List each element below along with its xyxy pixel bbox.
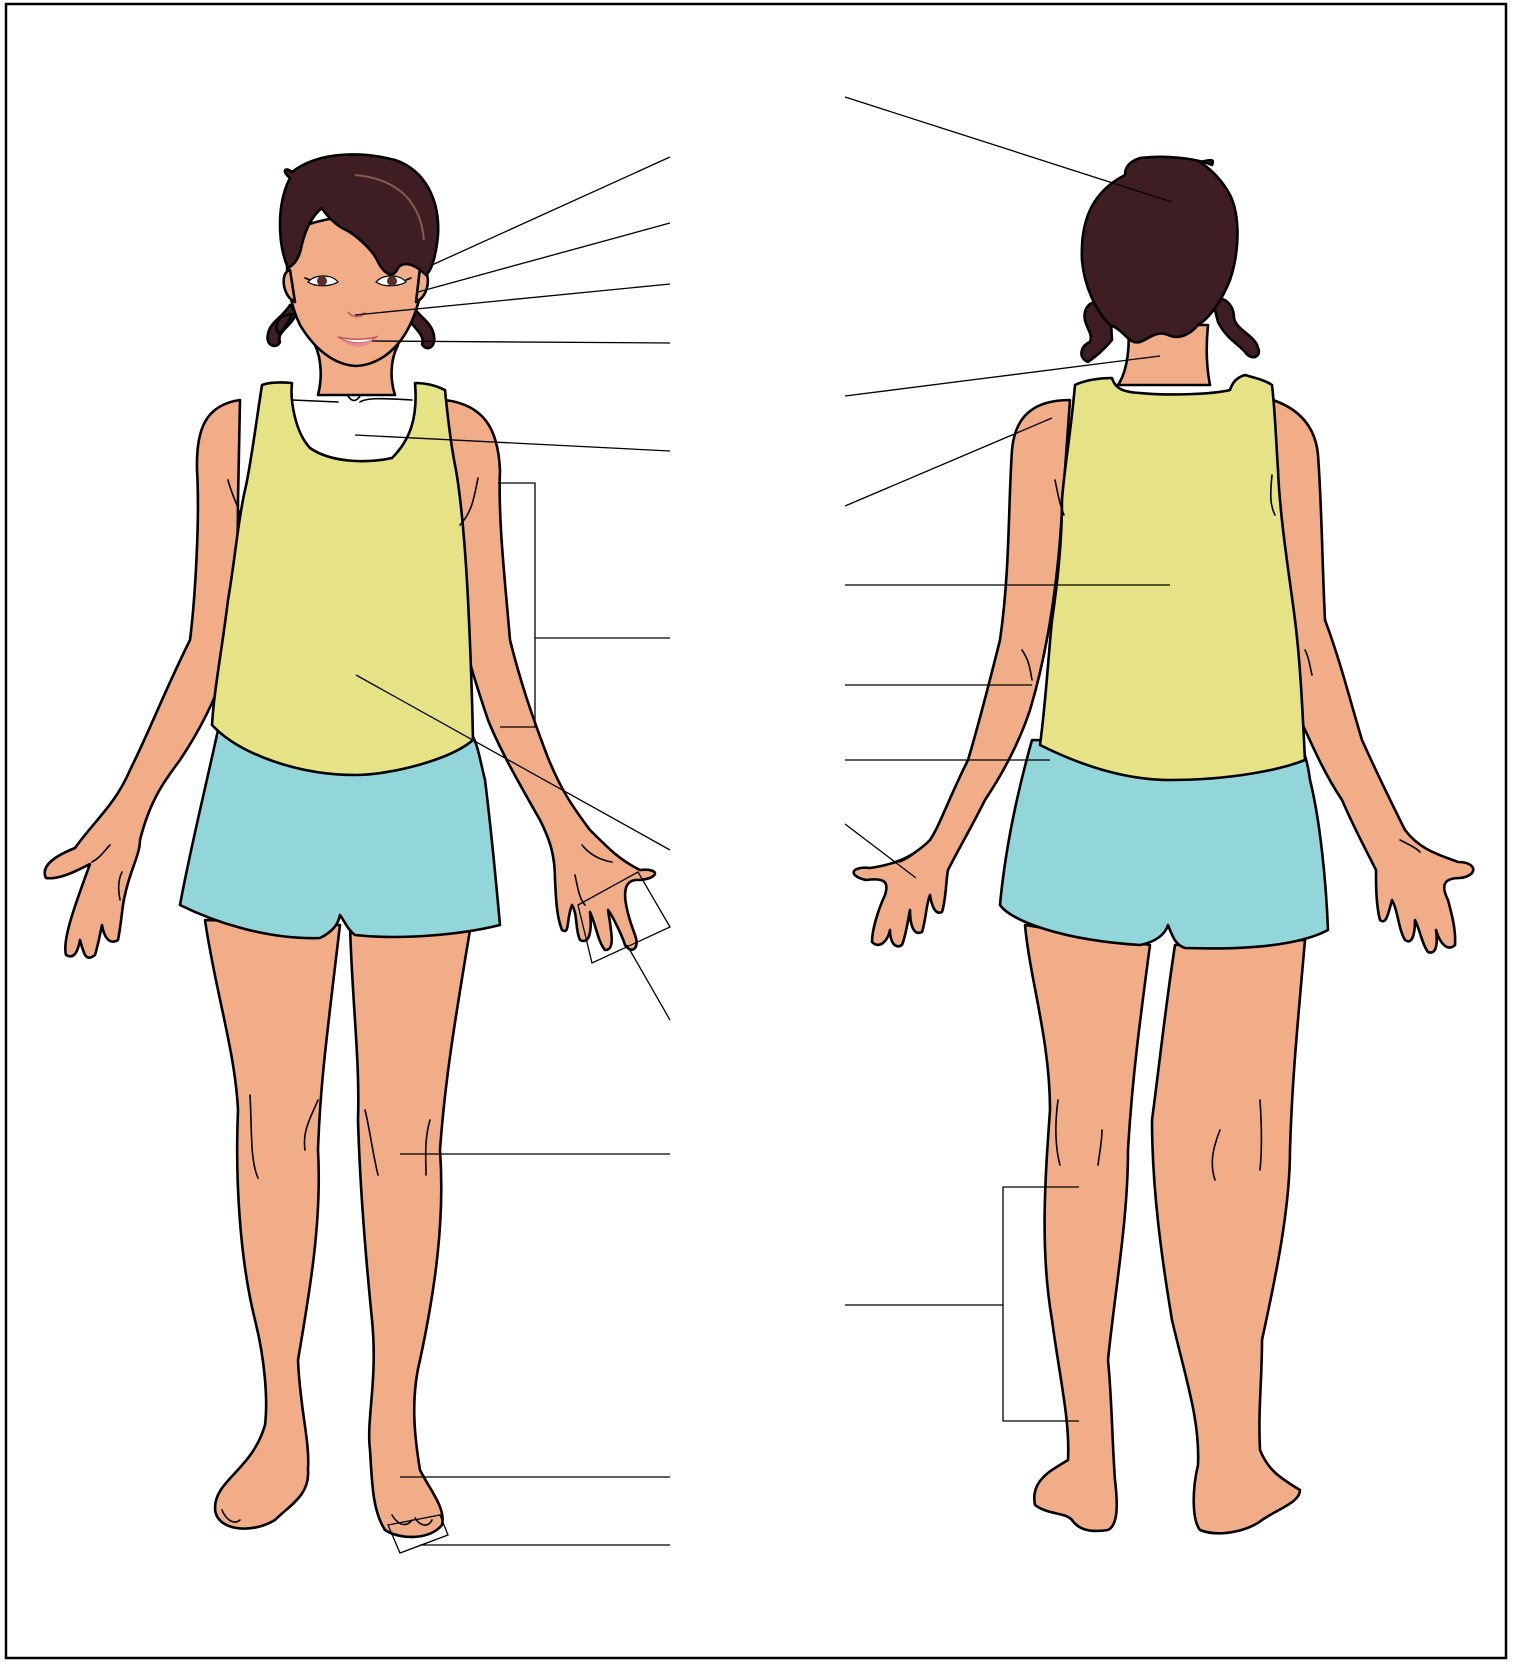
- back-shirt: [1040, 375, 1305, 780]
- right-eye-pupil: [387, 276, 397, 286]
- left-eye-pupil: [317, 276, 327, 286]
